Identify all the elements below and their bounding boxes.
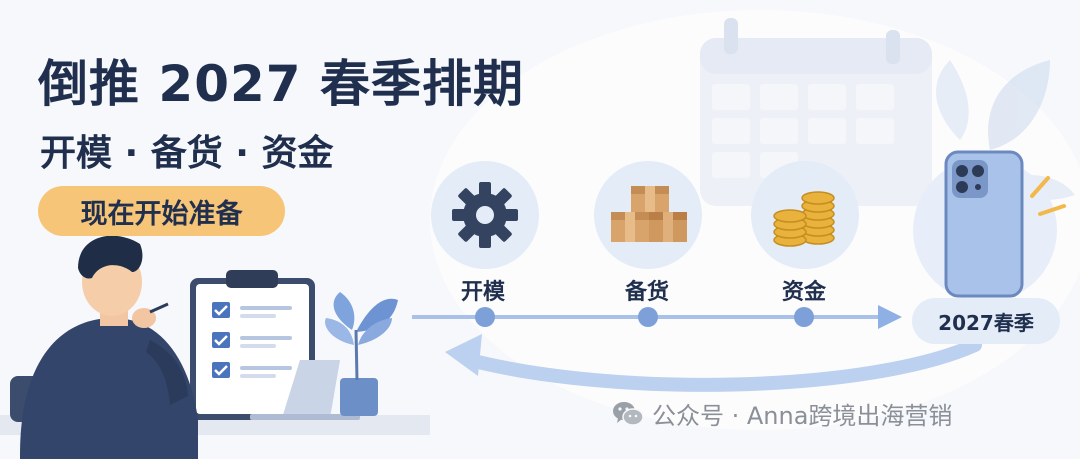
phone-icon [944,150,1024,298]
target-label: 2027春季 [912,298,1060,344]
watermark-text: 公众号 · Anna跨境出海营销 [652,402,953,430]
cta-badge: 现在开始准备 [38,186,285,236]
calendar-icon [700,18,932,206]
step-2-label: 备货 [625,280,670,305]
gear-icon [452,182,518,248]
return-arrow [463,338,982,392]
page-subtitle: 开模 · 备货 · 资金 [40,133,334,174]
wechat-icon [613,401,644,426]
step-3-circle [751,161,859,269]
sparkle-lines [1030,176,1066,216]
timeline-dot-2 [638,307,658,327]
timeline-dot-3 [794,307,814,327]
coins-icon [773,191,835,247]
watermark: 公众号 · Anna跨境出海营销 [612,396,952,431]
checklist-clipboard-icon [190,270,315,420]
step-1-circle [431,161,539,269]
return-arrowhead [445,334,482,376]
thinking-man [10,235,198,459]
step-2-circle [594,161,702,269]
boxes-icon [611,186,687,242]
laptop-icon [250,360,360,420]
page-title: 倒推 2027 春季排期 [38,55,524,113]
step-1-label: 开模 [461,280,506,305]
step-3-label: 资金 [782,280,827,305]
timeline-dot-1 [475,307,495,327]
potted-plant-icon [325,292,398,416]
timeline-arrowhead [878,305,902,329]
